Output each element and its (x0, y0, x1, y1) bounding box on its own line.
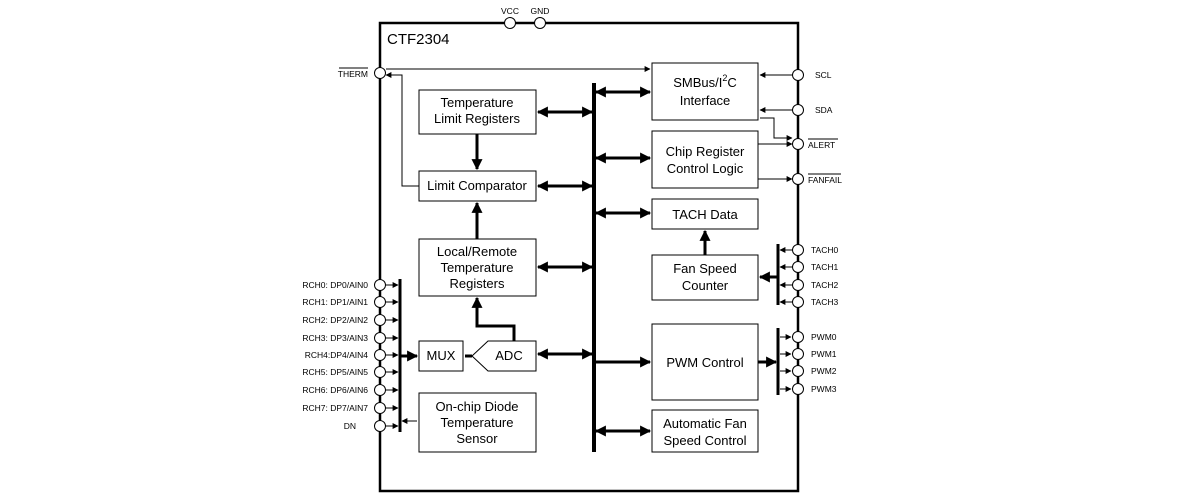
tach-pin (792, 279, 804, 291)
channel-pin-label: RCH5: DP5/AIN5 (302, 367, 368, 377)
pwm-control-label: PWM Control (666, 355, 743, 370)
therm-pin (374, 67, 386, 79)
mux-label: MUX (427, 348, 456, 363)
alert-pin (792, 138, 804, 150)
alert-label: ALERT (808, 140, 835, 150)
channel-pin (374, 402, 386, 414)
pwm-pin (792, 331, 804, 343)
dn-label: DN (344, 421, 356, 431)
adc-label: ADC (495, 348, 522, 363)
temperature-limit-line2: Limit Registers (434, 111, 520, 126)
channel-pin-label: RCH4:DP4/AIN4 (305, 350, 369, 360)
chip-register-line1: Chip Register (666, 144, 745, 159)
onchip-diode-sensor-block (418, 392, 537, 453)
limit-comparator-label: Limit Comparator (427, 178, 527, 193)
chip-register-line2: Control Logic (667, 161, 744, 176)
scl-label: SCL (815, 70, 832, 80)
pwm-pin (792, 365, 804, 377)
pwm-pin (792, 383, 804, 395)
smbus-interface-block (651, 62, 759, 121)
smbus-label-line2: Interface (680, 93, 731, 108)
fan-speed-counter-line1: Fan Speed (673, 261, 737, 276)
pwm-pin-label: PWM2 (811, 366, 837, 376)
gnd-pin (534, 17, 546, 29)
channel-pin-label: RCH1: DP1/AIN1 (302, 297, 368, 307)
tach-data-label: TACH Data (672, 207, 738, 222)
adc-to-registers (471, 296, 516, 341)
fanfail-pin (792, 173, 804, 185)
tach-pin (792, 296, 804, 308)
fan-speed-counter-line2: Counter (682, 278, 729, 293)
vcc-pin (504, 17, 516, 29)
channel-pin (374, 296, 386, 308)
auto-fan-line1: Automatic Fan (663, 416, 747, 431)
scl-pin (792, 69, 804, 81)
therm-label: THERM (338, 69, 368, 79)
local-remote-line2: Temperature (441, 260, 514, 275)
sda-pin (792, 104, 804, 116)
channel-pin (374, 366, 386, 378)
pwm-pin (792, 348, 804, 360)
auto-fan-line2: Speed Control (663, 433, 746, 448)
chip-register-control-block (651, 130, 759, 189)
adc-block (471, 340, 537, 372)
onchip-diode-line2: Temperature (441, 415, 514, 430)
fanfail-label: FANFAIL (808, 175, 842, 185)
local-remote-registers-block (418, 238, 537, 297)
channel-pin-label: RCH2: DP2/AIN2 (302, 315, 368, 325)
dn-pin (374, 420, 386, 432)
local-remote-line3: Registers (450, 276, 505, 291)
tach-pin (792, 261, 804, 273)
pwm-pin-label: PWM0 (811, 332, 837, 342)
limit-comparator-block (418, 170, 537, 202)
temperature-limit-registers-block (418, 89, 537, 135)
channel-pin (374, 314, 386, 326)
channel-pin-label: RCH7: DP7/AIN7 (302, 403, 368, 413)
tach-pin-label: TACH2 (811, 280, 839, 290)
channel-pin (374, 279, 386, 291)
channel-pin (374, 332, 386, 344)
onchip-diode-line1: On-chip Diode (435, 399, 518, 414)
temperature-limit-line1: Temperature (441, 95, 514, 110)
tach-pin-label: TACH0 (811, 245, 839, 255)
pwm-control-block (651, 323, 759, 401)
alert-from-smbus (760, 117, 793, 141)
channel-pin-label: RCH0: DP0/AIN0 (302, 280, 368, 290)
mux-block (418, 340, 464, 372)
tach-pin-label: TACH1 (811, 262, 839, 272)
channel-pin-label: RCH3: DP3/AIN3 (302, 333, 368, 343)
chip-name: CTF2304 (387, 31, 450, 48)
channel-pin (374, 349, 386, 361)
comparator-to-therm (385, 72, 419, 187)
tach-pin-label: TACH3 (811, 297, 839, 307)
vcc-label: VCC (501, 6, 519, 16)
fan-speed-counter-block (651, 254, 759, 301)
smbus-label-line1: SMBus/I2C (673, 73, 737, 90)
pwm-pin-label: PWM1 (811, 349, 837, 359)
channel-pin (374, 384, 386, 396)
sda-label: SDA (815, 105, 833, 115)
channel-pin-label: RCH6: DP6/AIN6 (302, 385, 368, 395)
automatic-fan-speed-control-block (651, 409, 759, 453)
tach-pin (792, 244, 804, 256)
pwm-pin-label: PWM3 (811, 384, 837, 394)
gnd-label: GND (531, 6, 550, 16)
tach-data-block (651, 198, 759, 230)
local-remote-line1: Local/Remote (437, 244, 517, 259)
onchip-diode-line3: Sensor (456, 431, 498, 446)
